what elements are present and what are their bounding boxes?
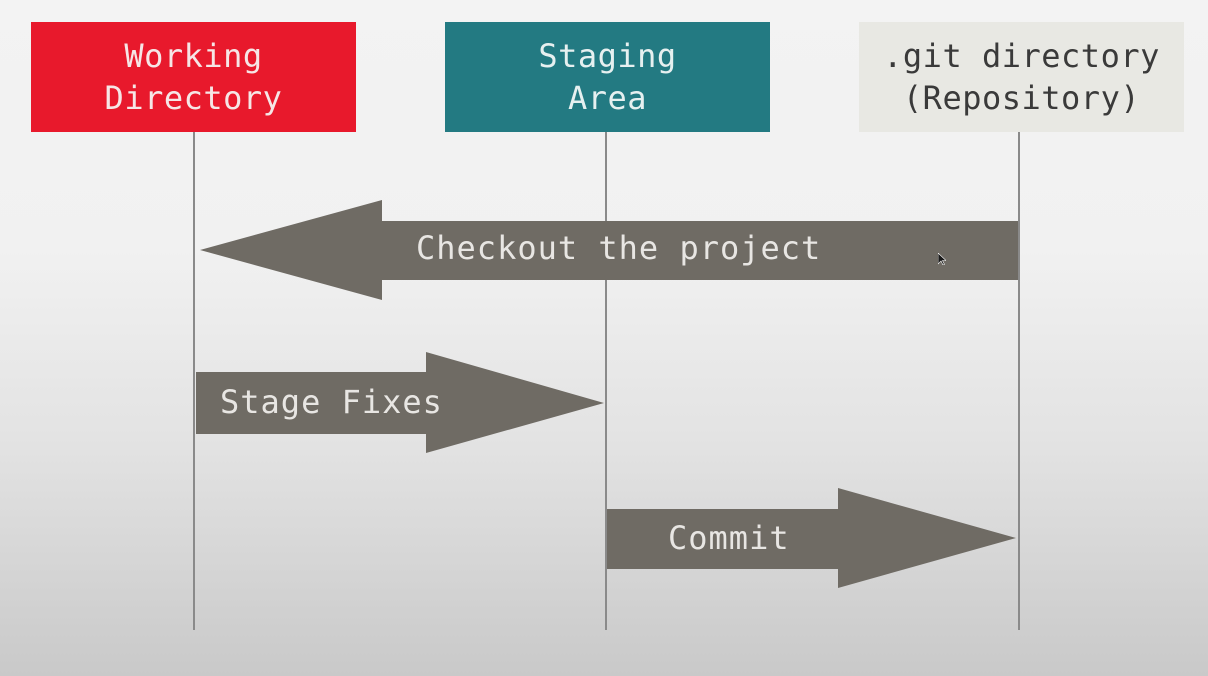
commit-label: Commit	[668, 519, 790, 557]
checkout-label: Checkout the project	[416, 229, 822, 267]
git-directory-lifeline	[1018, 132, 1020, 630]
stage-fixes-label: Stage Fixes	[220, 383, 443, 421]
commit-arrow	[607, 488, 1016, 588]
checkout-arrow	[200, 200, 1018, 300]
stage-fixes-arrow	[196, 352, 604, 453]
working-directory-lifeline	[193, 132, 195, 630]
staging-area-box: Staging Area	[445, 22, 770, 132]
mouse-pointer-icon	[938, 253, 946, 265]
working-directory-box: Working Directory	[31, 22, 356, 132]
git-directory-box: .git directory (Repository)	[859, 22, 1184, 132]
staging-area-lifeline	[605, 132, 607, 630]
